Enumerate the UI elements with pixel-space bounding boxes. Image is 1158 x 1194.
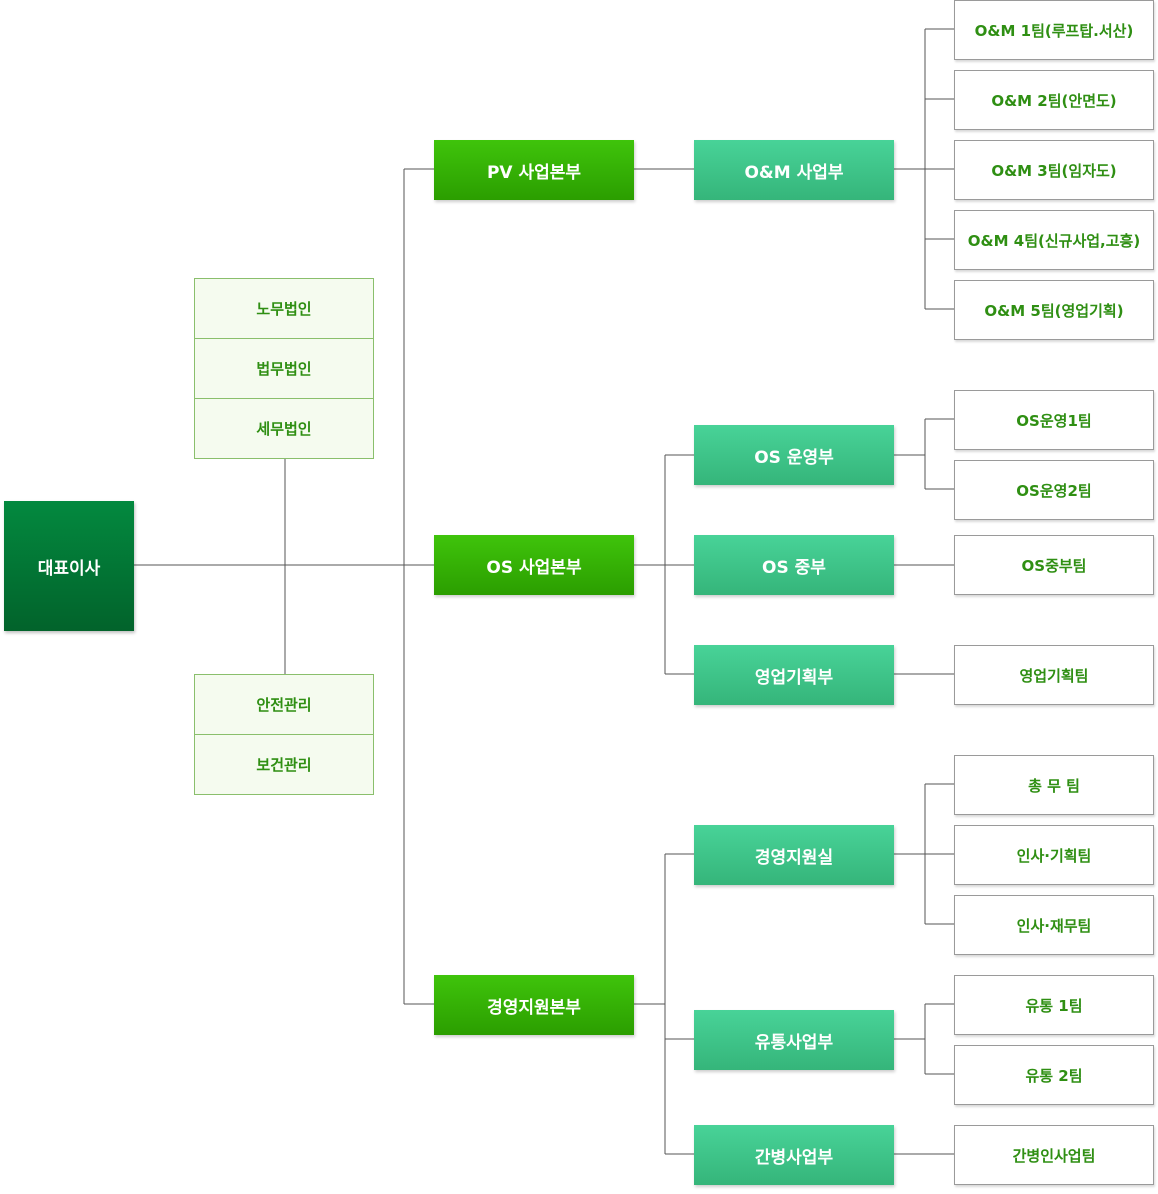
team-dist2: 유통 2팀 <box>954 1045 1154 1105</box>
team-hr-finance: 인사·재무팀 <box>954 895 1154 955</box>
team-om1: O&M 1팀(루프탑.서산) <box>954 0 1154 60</box>
division-pv: PV 사업본부 <box>434 140 634 200</box>
dept-distribution: 유통사업부 <box>694 1010 894 1070</box>
advisor-labor: 노무법인 <box>195 279 373 339</box>
division-os: OS 사업본부 <box>434 535 634 595</box>
advisor-group-legal: 노무법인 법무법인 세무법인 <box>194 278 374 459</box>
advisor-health: 보건관리 <box>256 756 312 774</box>
team-general-affairs: 총 무 팀 <box>954 755 1154 815</box>
advisor-safety: 안전관리 <box>195 675 373 735</box>
team-om3: O&M 3팀(임자도) <box>954 140 1154 200</box>
advisor-tax: 세무법인 <box>256 420 312 438</box>
team-om4: O&M 4팀(신규사업,고흥) <box>954 210 1154 270</box>
team-os-ops2: OS운영2팀 <box>954 460 1154 520</box>
dept-mgmt-office: 경영지원실 <box>694 825 894 885</box>
ceo-box: 대표이사 <box>4 501 134 631</box>
team-dist1: 유통 1팀 <box>954 975 1154 1035</box>
advisor-group-safety: 안전관리 보건관리 <box>194 674 374 795</box>
team-os-ops1: OS운영1팀 <box>954 390 1154 450</box>
dept-os-central: OS 중부 <box>694 535 894 595</box>
team-nursing: 간병인사업팀 <box>954 1125 1154 1185</box>
dept-sales-plan: 영업기획부 <box>694 645 894 705</box>
team-os-central: OS중부팀 <box>954 535 1154 595</box>
team-sales-plan: 영업기획팀 <box>954 645 1154 705</box>
advisor-law: 법무법인 <box>195 339 373 399</box>
team-om2: O&M 2팀(안면도) <box>954 70 1154 130</box>
team-hr-planning: 인사·기획팀 <box>954 825 1154 885</box>
team-om5: O&M 5팀(영업기획) <box>954 280 1154 340</box>
division-mgmt: 경영지원본부 <box>434 975 634 1035</box>
dept-os-ops: OS 운영부 <box>694 425 894 485</box>
dept-nursing: 간병사업부 <box>694 1125 894 1185</box>
dept-om: O&M 사업부 <box>694 140 894 200</box>
